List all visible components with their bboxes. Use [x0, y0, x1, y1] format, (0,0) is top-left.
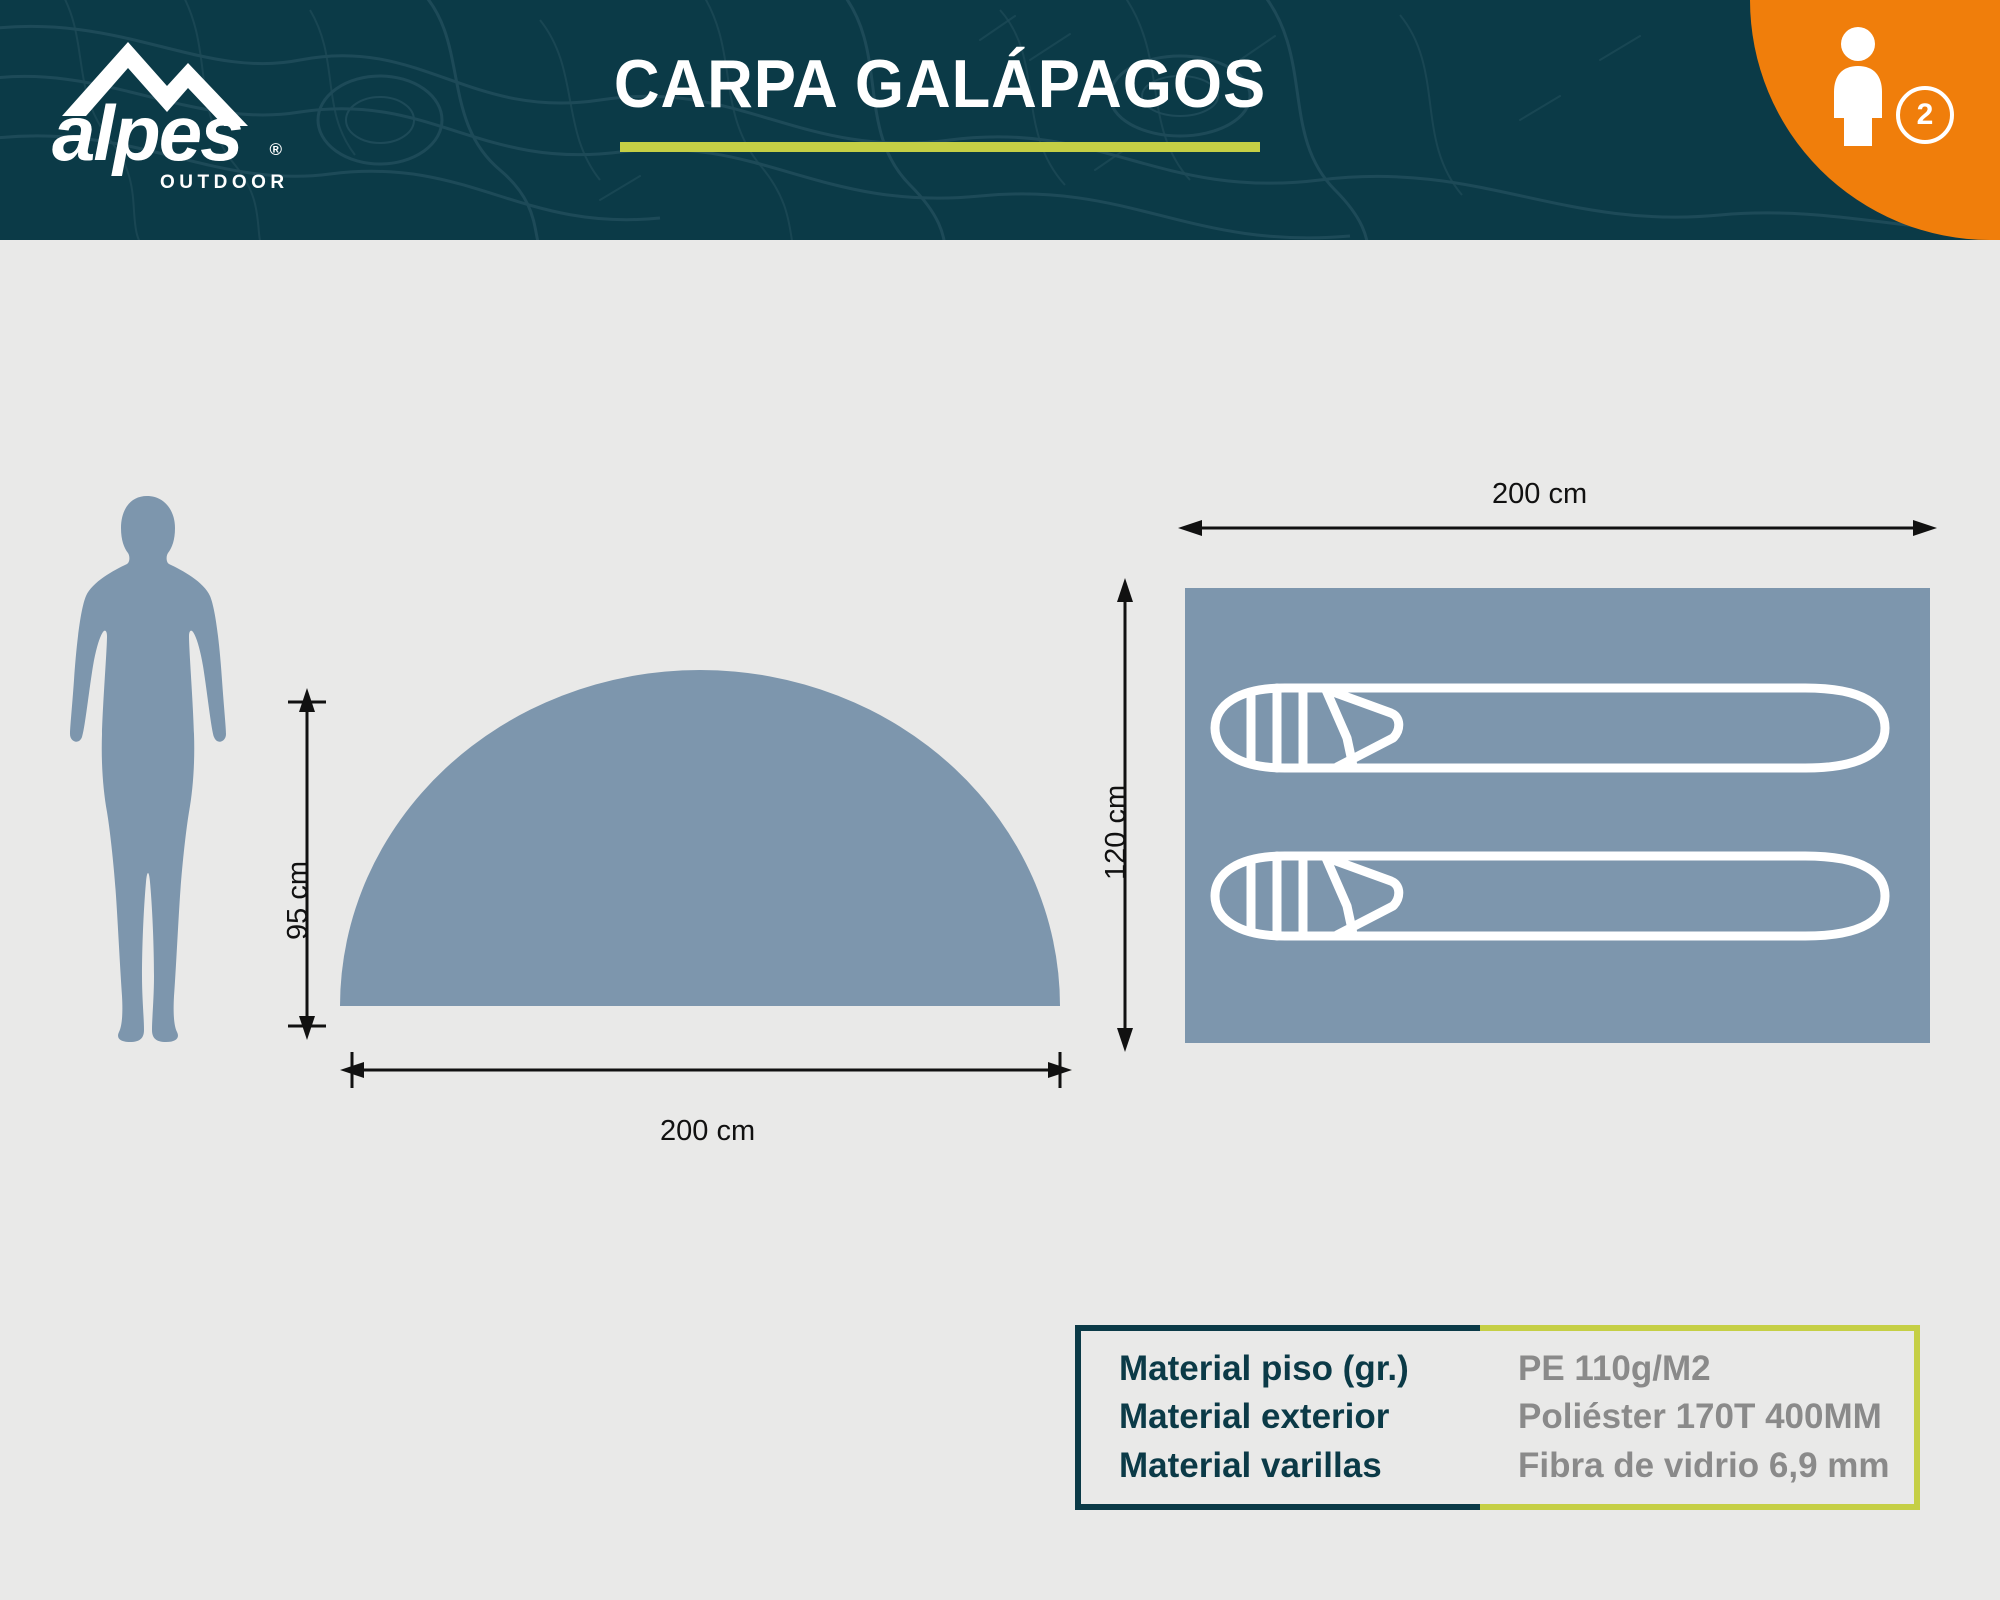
person-icon: [1834, 27, 1882, 146]
dome-tent-silhouette: [340, 670, 1060, 1006]
spec-table-labels-column: Material piso (gr.) Material exterior Ma…: [1075, 1325, 1480, 1510]
spec-value: Fibra de vidrio 6,9 mm: [1518, 1445, 1890, 1485]
human-silhouette-icon: [70, 496, 226, 1042]
title-block: CARPA GALÁPAGOS: [560, 50, 1320, 152]
spec-label: Material piso (gr.): [1119, 1349, 1409, 1389]
brand-wordmark: alpes: [52, 96, 243, 177]
profile-width-dimension-label: 200 cm: [660, 1115, 756, 1147]
sleeping-bags-icon: [1210, 683, 1890, 941]
dimension-lines: [288, 520, 1937, 1088]
registered-trademark-icon: ®: [269, 140, 282, 159]
spec-value: Poliéster 170T 400MM: [1518, 1397, 1882, 1437]
spec-label: Material exterior: [1119, 1397, 1390, 1437]
brand-logo: alpes ® OUTDOOR: [48, 22, 288, 212]
brand-tagline: OUTDOOR: [160, 172, 289, 193]
floorplan-base: [1185, 588, 1930, 1043]
title-underline: [620, 142, 1260, 152]
capacity-count: 2: [1896, 86, 1954, 144]
plan-width-dimension-label: 200 cm: [1492, 478, 1588, 510]
spec-value: PE 110g/M2: [1518, 1349, 1711, 1389]
spec-table-values-column: PE 110g/M2 Poliéster 170T 400MM Fibra de…: [1480, 1325, 1920, 1510]
plan-depth-dimension-label: 120 cm: [1100, 784, 1132, 880]
diagram-area: 95 cm 200 cm 120 cm 200 cm: [0, 240, 2000, 1600]
spec-table: Material piso (gr.) Material exterior Ma…: [1075, 1325, 1920, 1510]
svg-text:alpes: alpes: [52, 96, 241, 177]
mountain-peaks-icon: [62, 42, 248, 126]
tent-floorplan: [1185, 588, 1930, 1043]
page-title: CARPA GALÁPAGOS: [613, 46, 1267, 122]
spec-label: Material varillas: [1119, 1445, 1382, 1485]
header-banner: alpes ® OUTDOOR CARPA GALÁPAGOS 2: [0, 0, 2000, 240]
height-dimension-label: 95 cm: [282, 861, 314, 940]
